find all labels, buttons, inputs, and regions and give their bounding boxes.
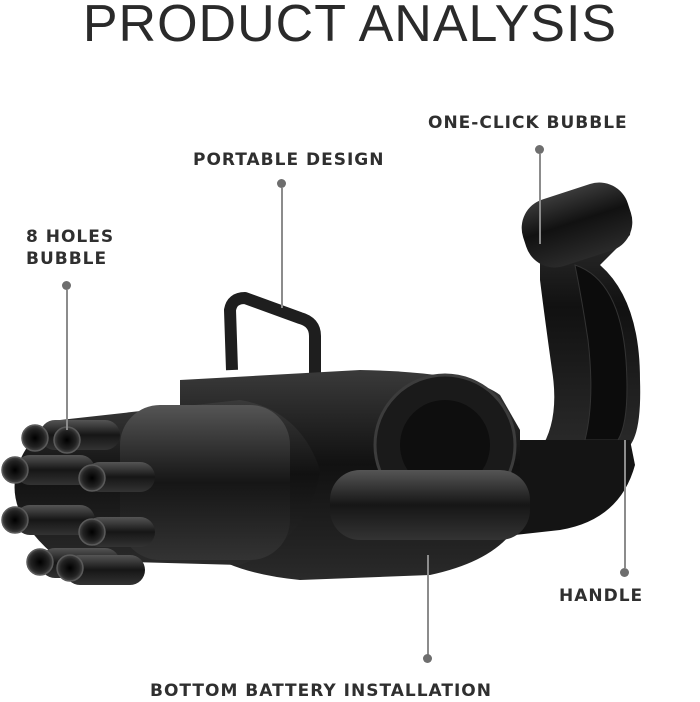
one-click-line <box>539 154 541 244</box>
battery-line <box>427 555 429 655</box>
holes-label-line1: 8 HOLES <box>26 227 115 247</box>
holes-dot <box>62 281 71 290</box>
portable-design-label: PORTABLE DESIGN <box>193 150 385 170</box>
one-click-bubble-label: ONE-CLICK BUBBLE <box>428 113 628 133</box>
battery-label: BOTTOM BATTERY INSTALLATION <box>150 681 492 701</box>
barrel-cluster <box>1 400 321 585</box>
handle-grip <box>521 182 641 450</box>
carry-handle <box>224 292 321 395</box>
page-title: PRODUCT ANALYSIS <box>82 0 618 53</box>
holes-label-line2: BUBBLE <box>26 249 108 269</box>
holes-line <box>66 290 68 430</box>
handle-line <box>624 440 626 568</box>
lower-tube <box>330 470 530 540</box>
portable-line <box>281 188 283 308</box>
portable-dot <box>277 179 286 188</box>
handle-dot <box>620 568 629 577</box>
handle-label: HANDLE <box>559 586 644 606</box>
one-click-dot <box>535 145 544 154</box>
battery-dot <box>423 654 432 663</box>
